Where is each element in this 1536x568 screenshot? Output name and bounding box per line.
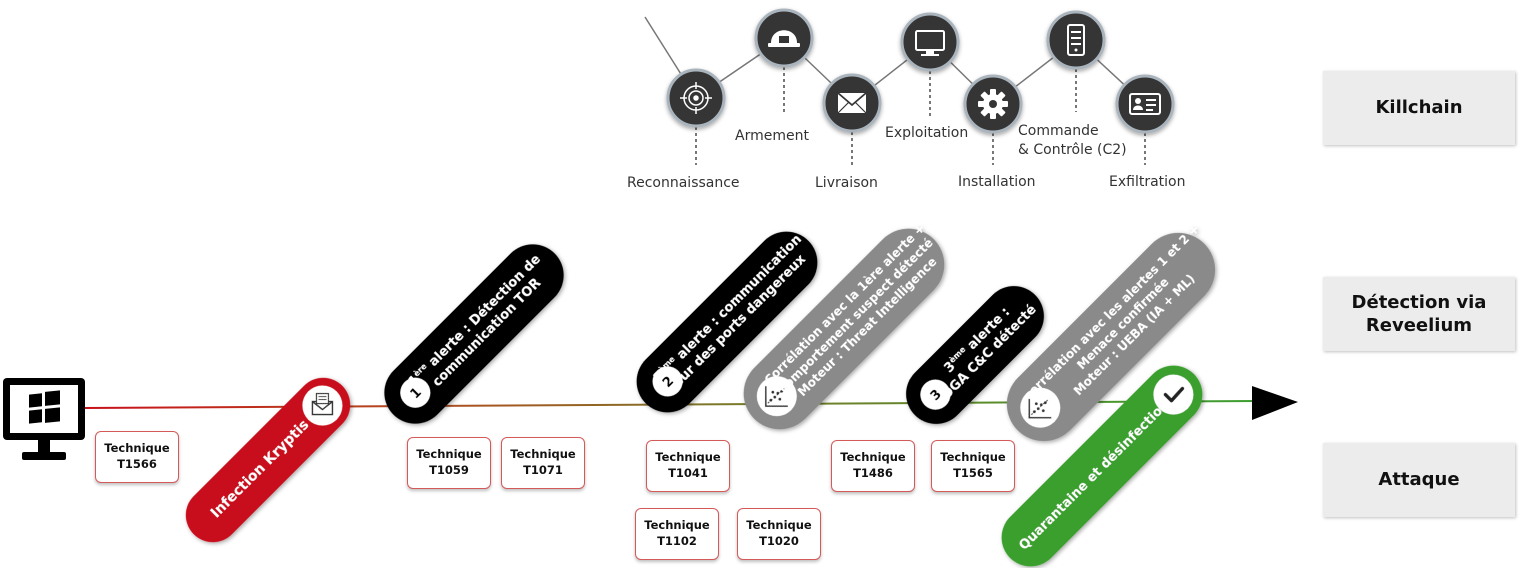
killchain-label-livraison: Livraison xyxy=(815,175,878,191)
killchain-label-reconnaissance: Reconnaissance xyxy=(627,175,740,191)
detection-section-label: Détection via Reveelium xyxy=(1323,277,1515,351)
killchain-step-armement xyxy=(754,8,814,68)
alert-1-badge: 1 xyxy=(400,377,431,408)
killchain-step-exfiltration xyxy=(1115,74,1175,134)
killchain-step-installation xyxy=(963,74,1023,134)
alert-2-badge: 2 xyxy=(652,366,683,397)
timeline-arrowhead xyxy=(1252,386,1298,420)
killchain-label-exploitation: Exploitation xyxy=(885,125,969,141)
killchain-label-exfiltration: Exfiltration xyxy=(1109,174,1186,190)
scatter-analysis-icon xyxy=(756,376,797,417)
killchain-section-label: Killchain xyxy=(1323,71,1515,145)
gear-icon xyxy=(978,89,1008,119)
alert-3-pill: 3 3ème alerte : DGA C&C détecté xyxy=(906,286,1044,424)
killchain-step-exploitation xyxy=(900,12,960,72)
checkmark-icon xyxy=(1153,374,1194,415)
email-alert-icon xyxy=(302,385,343,426)
scatter-analysis-icon xyxy=(1020,387,1061,428)
killchain-step-commande-controle xyxy=(1046,10,1106,70)
windows-logo-icon xyxy=(29,390,60,424)
killchain-step-livraison xyxy=(822,73,882,133)
envelope-icon xyxy=(837,92,867,114)
killchain-step-reconnaissance xyxy=(666,68,726,128)
alert-3-badge: 3 xyxy=(920,379,951,410)
attack-section-label: Attaque xyxy=(1323,443,1515,517)
killchain-drop-lines xyxy=(695,67,1146,165)
server-icon xyxy=(1067,24,1085,56)
computer-icon xyxy=(3,378,85,460)
monitor-icon xyxy=(915,30,945,56)
infection-pill: Infection Kryptis xyxy=(185,377,351,543)
helmet-icon xyxy=(768,30,800,47)
killchain-label-commande-controle: Commande & Contrôle (C2) xyxy=(1018,123,1127,158)
killchain-label-installation: Installation xyxy=(958,174,1036,190)
killchain-label-armement: Armement xyxy=(735,128,809,144)
target-icon xyxy=(680,82,712,114)
id-card-icon xyxy=(1129,93,1161,115)
